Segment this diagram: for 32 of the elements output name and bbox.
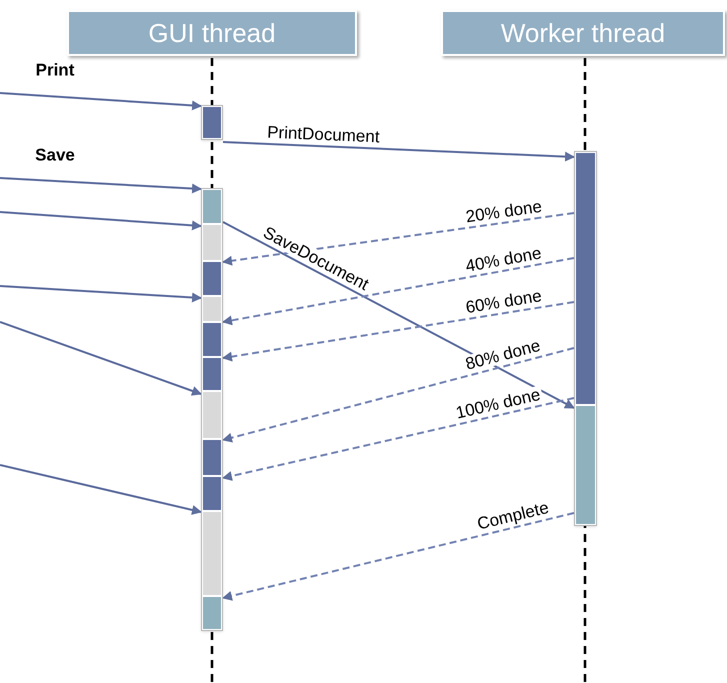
activation-bar (203, 323, 221, 356)
activation-bar (203, 597, 221, 629)
activation-bar (203, 190, 221, 223)
edge-label: Print (36, 60, 74, 82)
dashed-arrow (222, 212, 574, 266)
activation-bar (203, 358, 221, 390)
dashed-arrow (222, 301, 574, 362)
dashed-arrow (222, 257, 574, 326)
dashed-arrow (222, 347, 574, 443)
arrow (0, 92, 202, 110)
arrow (222, 221, 575, 409)
arrow (0, 177, 202, 194)
activation-bar (203, 440, 221, 475)
activation-bar (576, 406, 595, 524)
activation-bar (203, 477, 221, 510)
activation-bar (203, 107, 221, 138)
arrow (0, 321, 202, 396)
dashed-arrow (222, 397, 574, 481)
arrow (222, 141, 575, 162)
activation-bar (203, 225, 221, 260)
edge-label: Save (35, 144, 75, 166)
arrow (0, 285, 202, 302)
activation-bar (203, 392, 221, 438)
activation-bar (203, 262, 221, 295)
arrow (0, 464, 202, 515)
activation-bar (576, 153, 595, 404)
activation-bar (203, 512, 221, 595)
arrow (0, 211, 202, 230)
thread-header: Worker thread (441, 10, 725, 56)
dashed-arrow (222, 512, 574, 601)
thread-header: GUI thread (67, 10, 357, 56)
activation-bar (203, 297, 221, 321)
